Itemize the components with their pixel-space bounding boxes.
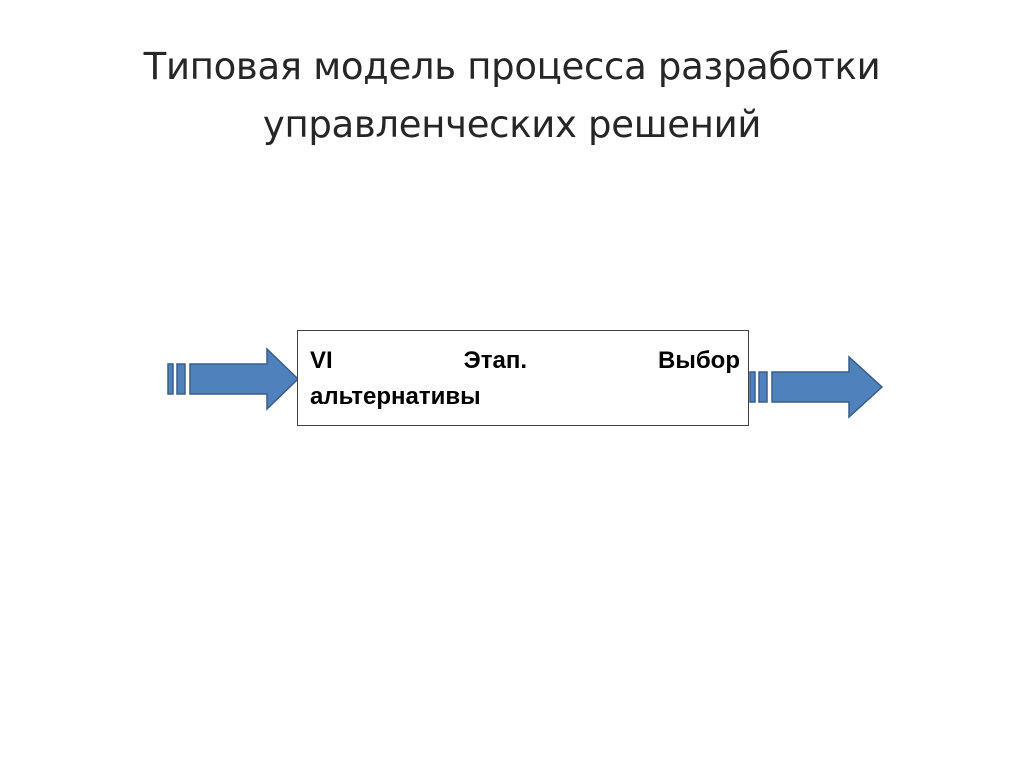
stage-word: Этап.: [463, 347, 528, 374]
stage-object: альтернативы: [310, 383, 481, 410]
slide-title-line-1: Типовая модель процесса разработки: [143, 45, 881, 88]
incoming-arrow-stripe-1: [167, 363, 174, 395]
stage-number: VI: [310, 347, 333, 374]
slide-title: Типовая модель процесса разработки управ…: [0, 38, 1024, 154]
outgoing-arrow-body: [771, 355, 884, 419]
outgoing-arrow-stripe-2: [758, 371, 768, 403]
incoming-arrow-stripe-2: [176, 363, 186, 395]
incoming-arrow-icon: [167, 347, 300, 411]
outgoing-arrow-icon: [749, 355, 884, 419]
slide-title-line-2: управленческих решений: [262, 103, 762, 146]
incoming-arrow-body: [189, 347, 300, 411]
stage-action: Выбор: [658, 347, 740, 374]
stage-box: VI Этап. Выбор альтернативы: [297, 330, 749, 426]
outgoing-arrow-stripe-1: [749, 371, 756, 403]
stage-heading: VI Этап. Выбор: [310, 343, 740, 379]
